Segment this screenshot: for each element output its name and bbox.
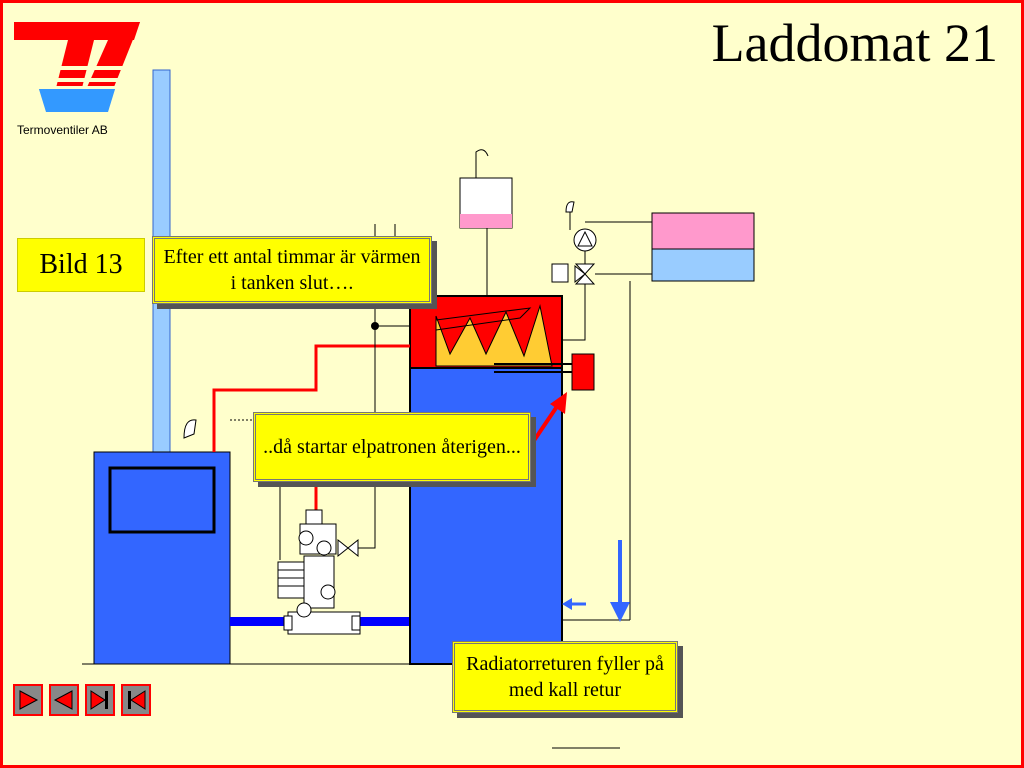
termoventiler-logo [12,20,142,125]
heater-arrow [550,392,567,414]
skip-end-icon [90,690,108,710]
callout-heater-restarts: ..då startar elpatronen återigen... [253,412,531,482]
slide-number-label: Bild 13 [17,238,145,292]
laddomat-unit [277,509,361,635]
slide-navigation [13,684,151,716]
first-slide-button[interactable] [121,684,151,716]
electric-heater [571,353,595,391]
callout-radiator-return: Radiatorreturen fyller på med kall retur [452,641,678,713]
previous-icon [53,690,73,710]
heater-flame [435,304,553,367]
skip-start-icon [128,690,146,710]
company-name: Termoventiler AB [17,123,108,137]
boiler-door [108,466,216,534]
slide-title: Laddomat 21 [711,13,998,73]
last-slide-button[interactable] [85,684,115,716]
play-next-icon [19,690,39,710]
return-flow-arrow [610,602,630,622]
callout-heat-depleted: Efter ett antal timmar är värmen i tanke… [152,236,432,304]
previous-slide-button[interactable] [49,684,79,716]
next-slide-button[interactable] [13,684,43,716]
